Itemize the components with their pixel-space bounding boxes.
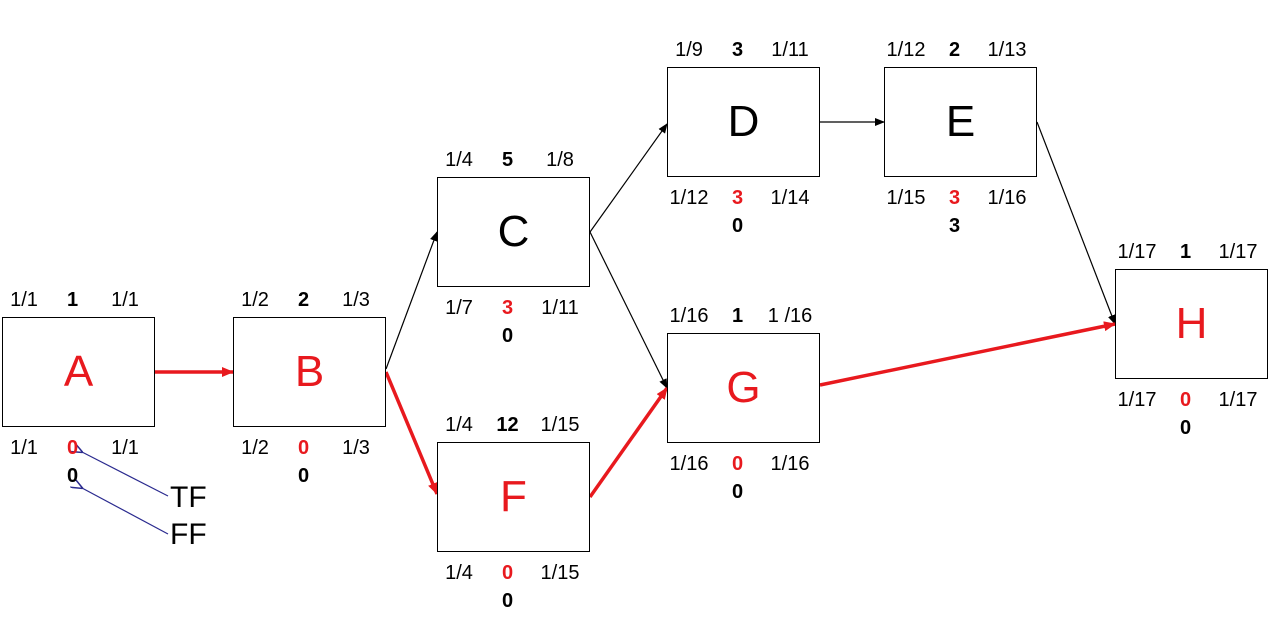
early-finish-b: 1/3 xyxy=(342,289,370,311)
early-start-e: 1/12 xyxy=(886,39,926,61)
early-finish-a: 1/1 xyxy=(111,289,139,311)
late-start-h: 1/17 xyxy=(1117,389,1157,411)
activity-node-c[interactable]: C xyxy=(437,177,590,287)
early-finish-g: 1 /16 xyxy=(767,305,813,327)
late-start-d: 1/12 xyxy=(669,187,709,209)
early-finish-f: 1/15 xyxy=(540,414,580,436)
total-float-d: 3 xyxy=(731,187,744,209)
late-finish-b: 1/3 xyxy=(342,437,370,459)
duration-g: 1 xyxy=(731,305,744,327)
free-float-a: 0 xyxy=(66,465,79,487)
total-float-h: 0 xyxy=(1179,389,1192,411)
activity-label: C xyxy=(497,207,530,256)
early-start-h: 1/17 xyxy=(1117,241,1157,263)
edge-b-f xyxy=(384,371,439,495)
early-start-a: 1/1 xyxy=(10,289,38,311)
activity-label: B xyxy=(294,347,325,396)
early-start-f: 1/4 xyxy=(445,414,473,436)
free-float-b: 0 xyxy=(297,465,310,487)
total-float-g: 0 xyxy=(731,453,744,475)
activity-label: F xyxy=(500,472,527,521)
duration-a: 1 xyxy=(66,289,79,311)
legend-ff-arrow xyxy=(82,488,169,535)
free-float-c: 0 xyxy=(501,325,514,347)
total-float-e: 3 xyxy=(948,187,961,209)
total-float-c: 3 xyxy=(501,297,514,319)
activity-node-b[interactable]: B xyxy=(233,317,386,427)
legend-ff-label: FF xyxy=(170,518,207,551)
early-start-g: 1/16 xyxy=(669,305,709,327)
late-finish-e: 1/16 xyxy=(987,187,1027,209)
activity-label: E xyxy=(945,97,976,146)
early-finish-e: 1/13 xyxy=(987,39,1027,61)
edge-f-g xyxy=(588,386,669,499)
duration-b: 2 xyxy=(297,289,310,311)
activity-node-f[interactable]: F xyxy=(437,442,590,552)
total-float-a: 0 xyxy=(66,437,79,459)
activity-label: G xyxy=(726,363,761,412)
legend-tf-label: TF xyxy=(170,481,207,514)
duration-h: 1 xyxy=(1179,241,1192,263)
total-float-b: 0 xyxy=(297,437,310,459)
duration-f: 12 xyxy=(496,414,519,436)
late-finish-c: 1/11 xyxy=(541,297,579,319)
total-float-f: 0 xyxy=(501,562,514,584)
early-start-d: 1/9 xyxy=(675,39,703,61)
free-float-d: 0 xyxy=(731,215,744,237)
activity-node-d[interactable]: D xyxy=(667,67,820,177)
late-start-a: 1/1 xyxy=(10,437,38,459)
duration-c: 5 xyxy=(501,149,514,171)
activity-node-g[interactable]: G xyxy=(667,333,820,443)
late-finish-g: 1/16 xyxy=(770,453,810,475)
late-start-g: 1/16 xyxy=(669,453,709,475)
late-finish-h: 1/17 xyxy=(1218,389,1258,411)
duration-e: 2 xyxy=(948,39,961,61)
activity-node-h[interactable]: H xyxy=(1115,269,1268,379)
late-finish-a: 1/1 xyxy=(111,437,139,459)
early-start-b: 1/2 xyxy=(241,289,269,311)
edge-g-h xyxy=(819,321,1116,387)
duration-d: 3 xyxy=(731,39,744,61)
early-finish-d: 1/11 xyxy=(771,39,809,61)
edge-b-c xyxy=(385,231,438,370)
late-start-e: 1/15 xyxy=(886,187,926,209)
late-start-f: 1/4 xyxy=(445,562,473,584)
activity-node-e[interactable]: E xyxy=(884,67,1037,177)
free-float-e: 3 xyxy=(948,215,961,237)
legend-tf-arrow xyxy=(82,452,169,497)
free-float-h: 0 xyxy=(1179,417,1192,439)
activity-label: H xyxy=(1175,299,1208,348)
edge-c-d xyxy=(589,123,668,233)
edge-e-h xyxy=(1036,121,1116,325)
late-finish-f: 1/15 xyxy=(540,562,580,584)
activity-label: A xyxy=(63,347,94,396)
early-finish-c: 1/8 xyxy=(546,149,574,171)
late-finish-d: 1/14 xyxy=(770,187,810,209)
early-start-c: 1/4 xyxy=(445,149,473,171)
late-start-c: 1/7 xyxy=(445,297,473,319)
late-start-b: 1/2 xyxy=(241,437,269,459)
early-finish-h: 1/17 xyxy=(1218,241,1258,263)
edge-c-g xyxy=(589,231,668,389)
free-float-f: 0 xyxy=(501,590,514,612)
activity-node-a[interactable]: A xyxy=(2,317,155,427)
activity-label: D xyxy=(727,97,760,146)
free-float-g: 0 xyxy=(731,481,744,503)
